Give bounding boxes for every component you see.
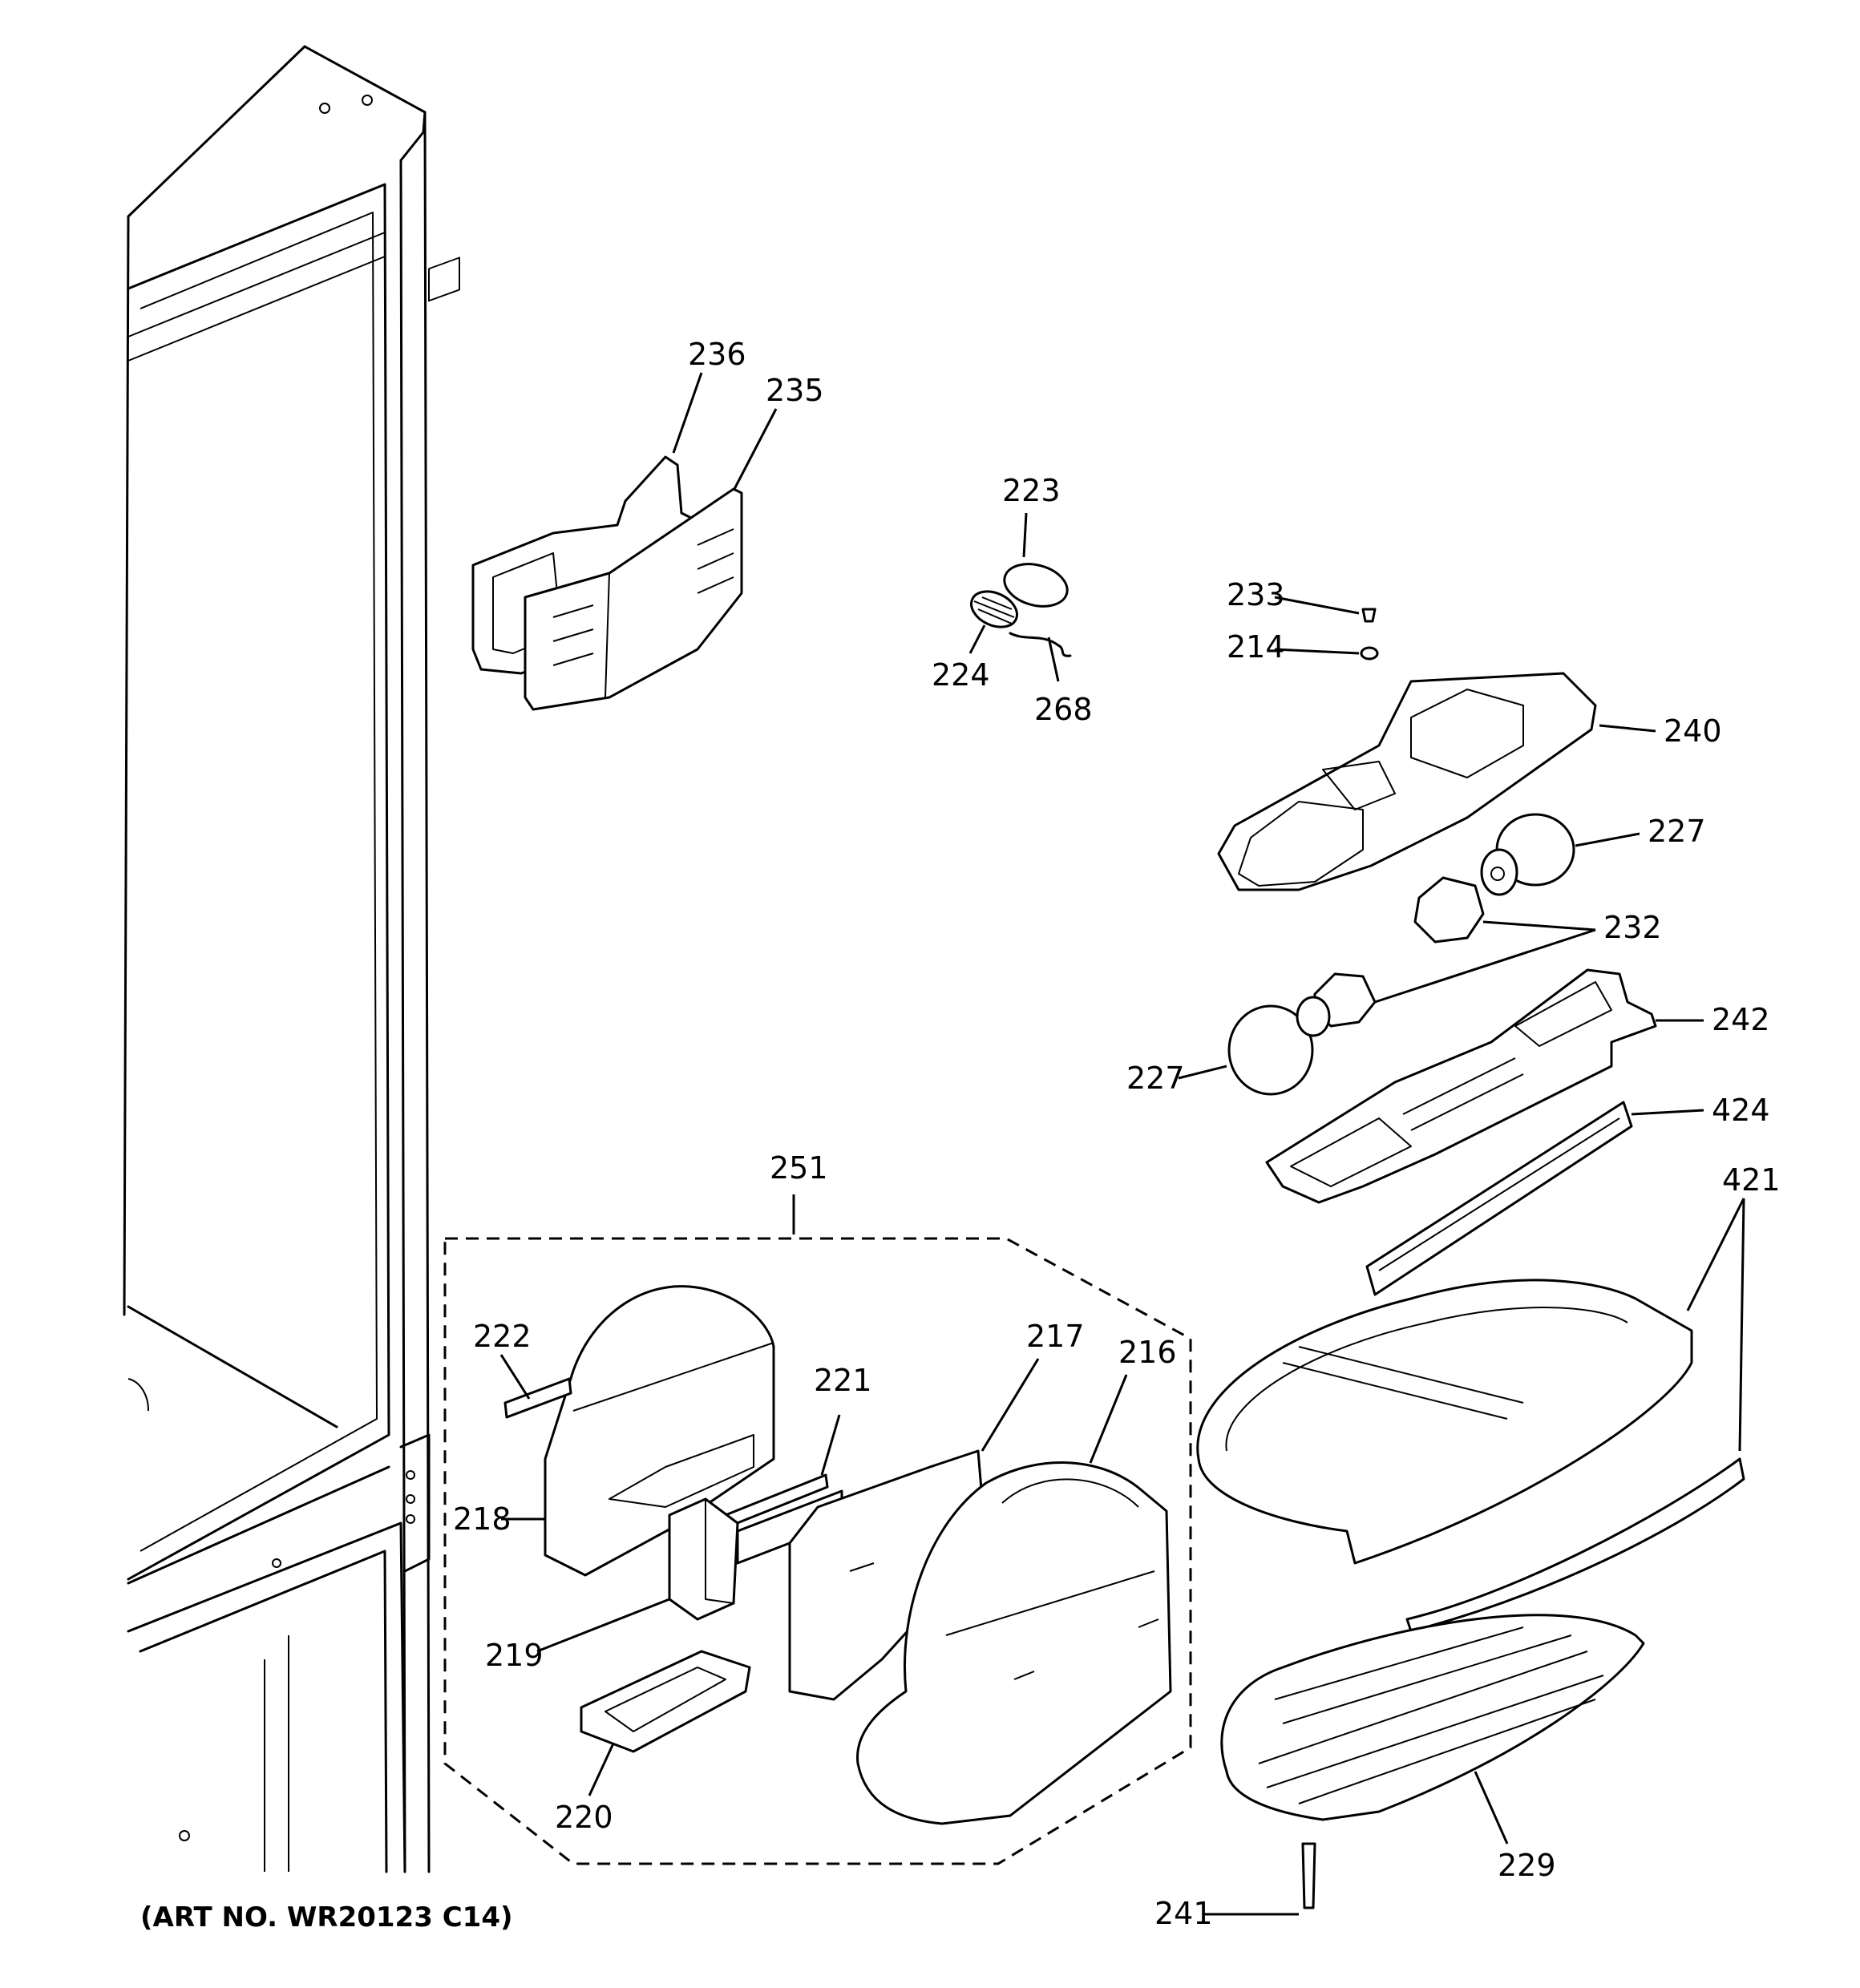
callout-220: 220 [555,1800,613,1835]
gasket-220 [580,1650,751,1753]
vent-cover-assembly [471,455,743,711]
callout-242: 242 [1712,1002,1770,1037]
screw-241 [1301,1842,1316,1909]
callout-214: 214 [1227,629,1285,665]
callout-233: 233 [1227,577,1285,612]
light-housing [1265,968,1657,1204]
callout-218: 218 [453,1501,512,1537]
circuit-strip [1365,1101,1633,1296]
callout-219: 219 [485,1638,544,1673]
callout-232: 232 [1603,910,1662,945]
callout-222: 222 [473,1319,532,1354]
callout-268: 268 [1034,692,1093,727]
fan-shroud-218 [544,1285,775,1577]
art-number: (ART NO. WR20123 C14) [140,1901,513,1933]
screw-and-nut [1360,608,1379,661]
callout-421: 421 [1722,1162,1781,1198]
leader-lines [499,372,1745,1916]
callout-217: 217 [1026,1319,1085,1354]
callout-229: 229 [1498,1848,1556,1883]
damper-parts [970,563,1072,657]
callout-251: 251 [770,1150,828,1186]
callout-235: 235 [766,373,824,408]
bulbs-and-sockets [1227,813,1575,1096]
callout-240: 240 [1664,713,1722,749]
rod-222 [503,1377,572,1419]
grille-229 [1220,1614,1645,1821]
callout-424: 424 [1712,1093,1770,1128]
callout-236: 236 [688,337,746,372]
housing-421 [1196,1279,1745,1633]
callout-224: 224 [932,657,990,693]
callout-labels: 236 235 223 224 268 233 214 240 227 232 … [453,337,1781,1931]
callout-241: 241 [1154,1896,1213,1931]
cabinet-outline [123,45,460,1873]
callout-216: 216 [1118,1335,1177,1370]
light-cover [1217,672,1597,891]
callout-227-lower: 227 [1126,1061,1185,1096]
duct-cover-216 [856,1461,1172,1825]
callout-227-upper: 227 [1648,814,1706,849]
assembly-251-boundary [443,1237,1192,1865]
callout-221: 221 [814,1363,872,1398]
callout-223: 223 [1002,473,1061,508]
